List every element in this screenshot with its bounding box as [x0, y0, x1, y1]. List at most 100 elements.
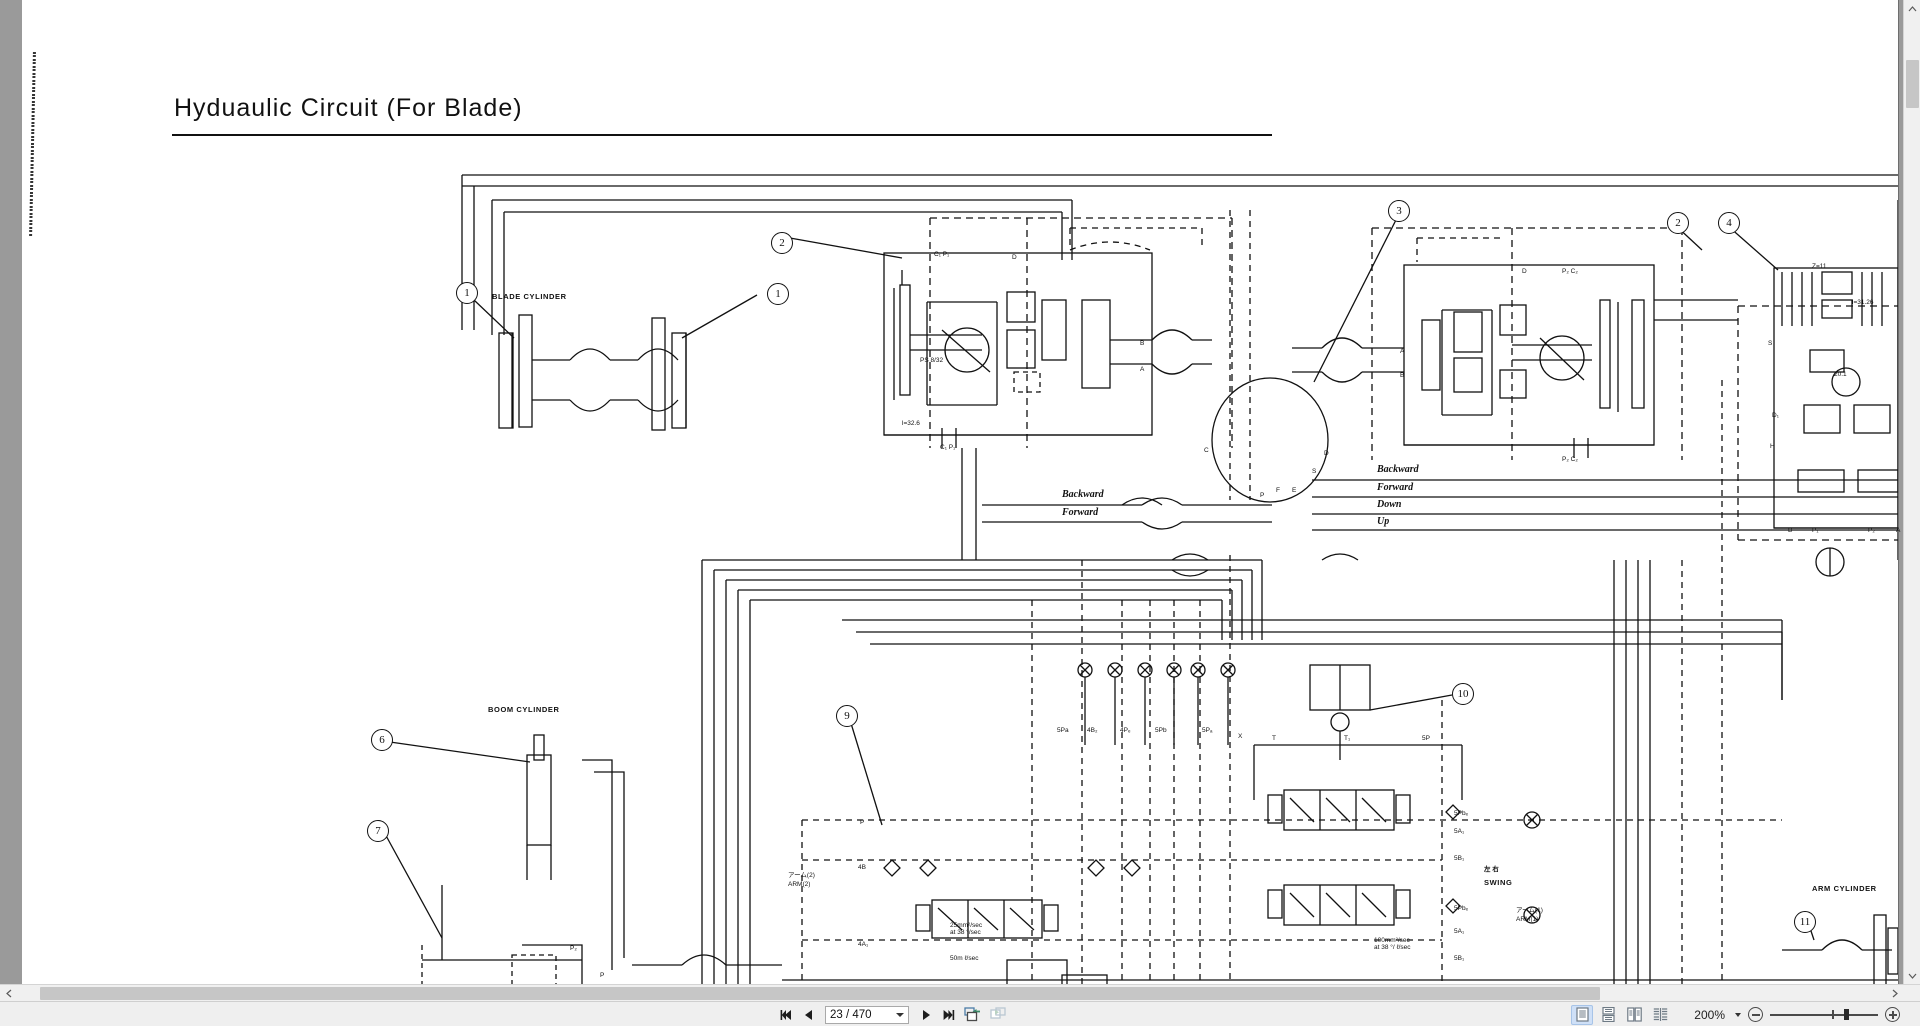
- first-page-icon[interactable]: [775, 1004, 797, 1026]
- label-arm-cylinder: ARM CYLINDER: [1812, 884, 1877, 893]
- last-page-icon[interactable]: [937, 1004, 959, 1026]
- callout-marker: 1: [456, 282, 478, 304]
- chevron-down-icon[interactable]: [1904, 967, 1920, 984]
- port-label: l=32.6: [902, 420, 920, 427]
- horizontal-scrollbar[interactable]: [0, 984, 1920, 1002]
- port-label: 5Pbₑ: [1454, 810, 1468, 817]
- zoom-slider-knob[interactable]: [1844, 1009, 1849, 1020]
- chevron-down-icon[interactable]: [1735, 1012, 1741, 1017]
- chevron-right-icon[interactable]: [1886, 985, 1903, 1002]
- port-label: D: [1012, 254, 1017, 261]
- jp-label-arm2: ARM(2): [788, 881, 811, 888]
- zoom-level-value[interactable]: 200%: [1694, 1007, 1725, 1022]
- port-label: 5Pa: [1057, 727, 1069, 734]
- callout-marker: 10: [1452, 683, 1474, 705]
- port-label: A: [1140, 366, 1145, 373]
- port-label: B: [1400, 372, 1405, 379]
- continuous-scroll-icon[interactable]: [1597, 1005, 1619, 1025]
- port-label: P: [1260, 492, 1265, 499]
- previous-page-icon[interactable]: [797, 1004, 819, 1026]
- flow-label-down: Down: [1377, 499, 1402, 510]
- zoom-out-icon[interactable]: [1748, 1007, 1763, 1022]
- port-label: H: [1770, 443, 1775, 450]
- chevron-down-icon[interactable]: [896, 1012, 904, 1017]
- port-label: P₁: [1812, 527, 1819, 534]
- port-label: 5Pₐ: [1202, 727, 1213, 734]
- port-label: Z=11: [1812, 263, 1827, 270]
- pdf-page-sheet: Hyduaulic Circuit (For Blade): [22, 0, 1901, 984]
- port-label: C₁ P₁: [940, 444, 956, 451]
- vertical-scrollbar[interactable]: [1903, 0, 1920, 984]
- port-label: 100mm²/sec at 38 °/ ℓ/sec: [1374, 937, 1411, 951]
- zoom-slider-track: [1770, 1014, 1878, 1016]
- port-label: C: [1204, 447, 1209, 454]
- port-label: P: [860, 819, 865, 826]
- bottom-toolbar: 23 / 470: [0, 1001, 1920, 1026]
- port-label: D: [1522, 268, 1527, 275]
- previous-view-icon[interactable]: [959, 1004, 985, 1026]
- callout-marker: 7: [367, 820, 389, 842]
- jp-label-arm2-kana: アーム(2): [788, 872, 815, 879]
- flow-label-up: Up: [1377, 516, 1390, 527]
- port-label: 5B₁: [1454, 955, 1465, 962]
- port-label: 5Pbₑ: [1454, 905, 1468, 912]
- circuit-schematic-svg: [383, 174, 1898, 984]
- port-label: 25mm²/sec at 38 °/sec: [950, 922, 983, 936]
- zoom-in-icon[interactable]: [1885, 1007, 1900, 1022]
- single-page-icon[interactable]: [1571, 1004, 1593, 1025]
- label-swing: SWING: [1484, 878, 1513, 887]
- port-label: P₂: [1868, 527, 1875, 534]
- port-label: P₂ C₂: [1562, 456, 1578, 463]
- callout-marker: 2: [1667, 212, 1689, 234]
- horizontal-scrollbar-thumb[interactable]: [40, 987, 1600, 1000]
- chevron-left-icon[interactable]: [0, 985, 17, 1002]
- two-page-icon[interactable]: [1623, 1005, 1645, 1025]
- port-label: l=31.26: [1852, 299, 1874, 306]
- port-label: B: [1788, 527, 1793, 534]
- page-number-value: 23 / 470: [830, 1008, 872, 1021]
- callout-marker: 1: [767, 283, 789, 305]
- port-label: D₁: [1772, 412, 1779, 419]
- port-label: T: [1272, 735, 1276, 742]
- zoom-slider[interactable]: [1770, 1007, 1878, 1022]
- flow-label-forward-2: Forward: [1377, 482, 1414, 493]
- next-page-icon[interactable]: [915, 1004, 937, 1026]
- port-label: 5A₁: [1454, 828, 1465, 835]
- vertical-scrollbar-thumb[interactable]: [1906, 60, 1919, 108]
- two-page-continuous-icon[interactable]: [1649, 1005, 1671, 1025]
- zoom-slider-tick: [1832, 1010, 1834, 1019]
- port-label: 50m ℓ/sec: [950, 955, 979, 962]
- port-label: 5B₁: [1454, 855, 1465, 862]
- jp-label-left-right: 左 右: [1484, 866, 1499, 873]
- view-and-zoom-group: 200%: [1569, 1002, 1900, 1026]
- page-number-field[interactable]: 23 / 470: [825, 1005, 909, 1024]
- page-title: Hyduaulic Circuit (For Blade): [174, 94, 523, 122]
- callout-marker: 11: [1794, 911, 1816, 933]
- jp-label-arm1: ARM(1): [1516, 916, 1539, 923]
- callout-marker: 3: [1388, 200, 1410, 222]
- port-label: F: [1276, 487, 1280, 494]
- title-underline: [172, 134, 1272, 136]
- port-label: 5A₁: [1454, 928, 1465, 935]
- port-label: E: [1292, 487, 1297, 494]
- callout-marker: 6: [371, 729, 393, 751]
- left-gutter: [0, 0, 22, 984]
- port-label: P₂: [570, 945, 577, 952]
- jp-label-arm1-kana: アーム(1): [1516, 907, 1543, 914]
- port-label: S: [1312, 468, 1317, 475]
- page-scroll-area[interactable]: Hyduaulic Circuit (For Blade): [22, 0, 1903, 984]
- port-label: P: [600, 972, 605, 979]
- port-label: 4B: [858, 864, 866, 871]
- flow-label-forward-1: Forward: [1062, 507, 1099, 518]
- flow-label-backward-2: Backward: [1377, 464, 1419, 475]
- chevron-up-icon[interactable]: [1904, 0, 1920, 17]
- port-label: X: [1238, 733, 1243, 740]
- next-view-icon[interactable]: [985, 1004, 1011, 1026]
- port-label: P₂ C₂: [1562, 268, 1578, 275]
- port-label: PS 8/32: [920, 357, 944, 364]
- label-blade-cylinder: BLADE CYLINDER: [492, 292, 567, 301]
- port-label: A: [1896, 527, 1901, 534]
- port-label: D: [1324, 450, 1329, 457]
- flow-label-backward-1: Backward: [1062, 489, 1104, 500]
